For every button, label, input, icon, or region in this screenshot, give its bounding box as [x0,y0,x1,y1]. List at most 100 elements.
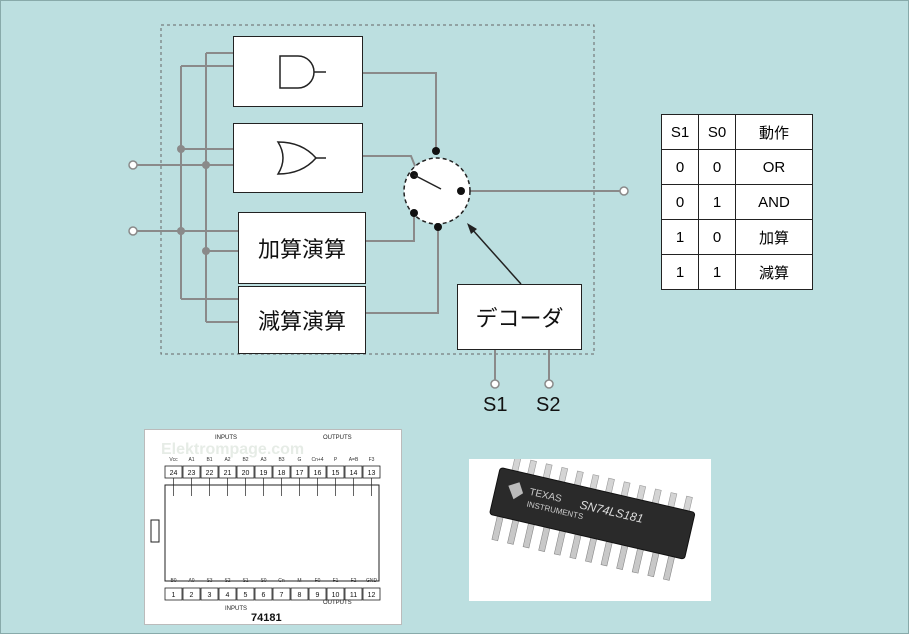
pin-number: 23 [188,470,196,477]
signal-label-s1: S1 [483,394,507,417]
table-row: 0 1 AND [662,185,813,220]
pin-name: A=B [349,457,359,463]
signal-label-s2: S2 [536,394,560,417]
and-gate-block [233,36,363,107]
pin-number: 24 [170,470,178,477]
chip-pin [585,536,597,563]
subtractor-block: 減算演算 [238,286,366,354]
pin-name: B0 [170,578,176,584]
pin-name: Cn [278,578,285,584]
table-row: 1 0 加算 [662,220,813,255]
pin-number: 15 [332,470,340,477]
or-gate-icon [268,136,328,180]
cell-operation: OR [736,150,813,185]
pin-name: B1 [206,457,212,463]
table-row: 1 1 減算 [662,255,813,290]
pin-name: Vcc [169,457,178,463]
pinout-drawing: Elektrompage.com INPUTS OUTPUTS 24Vcc23A… [145,430,401,624]
pin-number: 12 [368,592,376,599]
decoder-block: デコーダ [457,284,582,350]
pin-name: A0 [188,578,194,584]
pin-number: 3 [208,592,212,599]
bottom-inputs-label: INPUTS [225,606,247,612]
cell-s0: 1 [699,255,736,290]
chip-pin [617,543,629,570]
pin-number: 4 [226,592,230,599]
chip-photo-image: TEXAS INSTRUMENTS SN74LS181 [469,459,711,601]
pin-number: 21 [224,470,232,477]
cell-s0: 1 [699,185,736,220]
pin-number: 6 [262,592,266,599]
cell-s0: 0 [699,220,736,255]
pin-name: S3 [206,578,212,584]
chip-pin [570,532,582,559]
chip-pin [554,529,566,556]
pin-number: 9 [316,592,320,599]
pin-number: 11 [350,592,357,599]
pin-name: F1 [333,578,339,584]
ic-outline [165,485,379,581]
chip-pin [507,518,519,545]
pin-number: 13 [368,470,376,477]
chip-pin [492,514,504,541]
pin-name: A3 [260,457,266,463]
header-s1: S1 [662,115,699,150]
pin-name: A2 [224,457,230,463]
pin-number: 1 [172,592,176,599]
table-row: 0 0 OR [662,150,813,185]
adder-block: 加算演算 [238,212,366,284]
chip-pin [539,525,551,552]
pin-number: 18 [278,470,286,477]
pin-name: A1 [188,457,194,463]
pin-name: S2 [224,578,230,584]
pin-name: P [334,457,338,463]
pin-name: S1 [242,578,248,584]
pin-name: F2 [351,578,357,584]
header-operation: 動作 [736,115,813,150]
or-gate-block [233,123,363,193]
cell-operation: AND [736,185,813,220]
pin-number: 5 [244,592,248,599]
cell-s1: 0 [662,150,699,185]
pin-number: 10 [332,592,340,599]
cell-s1: 1 [662,220,699,255]
pin-number: 22 [206,470,214,477]
bottom-outputs-label: OUTPUTS [323,600,352,606]
pin-number: 14 [350,470,358,477]
chip-drawing: TEXAS INSTRUMENTS SN74LS181 [469,459,711,601]
cell-operation: 減算 [736,255,813,290]
pin-name: G [298,457,302,463]
part-label: 74181 [251,612,282,624]
cell-s1: 0 [662,185,699,220]
table-header-row: S1 S0 動作 [662,115,813,150]
pin-number: 2 [190,592,194,599]
chip-pin [663,554,675,581]
pin-number: 7 [280,592,284,599]
pin-number: 8 [298,592,302,599]
watermark-text: Elektrompage.com [161,441,304,458]
pin-name: B3 [278,457,284,463]
header-s0: S0 [699,115,736,150]
pin-number: 19 [260,470,268,477]
cell-s0: 0 [699,150,736,185]
pin-name: GND [366,578,378,584]
chip-pin [648,550,660,577]
pin-number: 20 [242,470,250,477]
cell-s1: 1 [662,255,699,290]
top-outputs-label: OUTPUTS [323,435,352,441]
pin-name: M [297,578,301,584]
pin-name: S0 [260,578,266,584]
top-pin-row: 24Vcc23A122B121A220B219A318B317G16Cn+415… [165,457,380,496]
pin-name: F3 [369,457,375,463]
operation-table: S1 S0 動作 0 0 OR 0 1 AND 1 0 加算 1 1 減算 [661,114,813,290]
decoder-arrow [467,223,521,284]
pin-name: F0 [315,578,321,584]
chip-pin [632,547,644,574]
top-inputs-label: INPUTS [215,435,237,441]
ic-notch [151,520,159,542]
and-gate-icon [268,50,328,94]
chip-pin [523,521,535,548]
